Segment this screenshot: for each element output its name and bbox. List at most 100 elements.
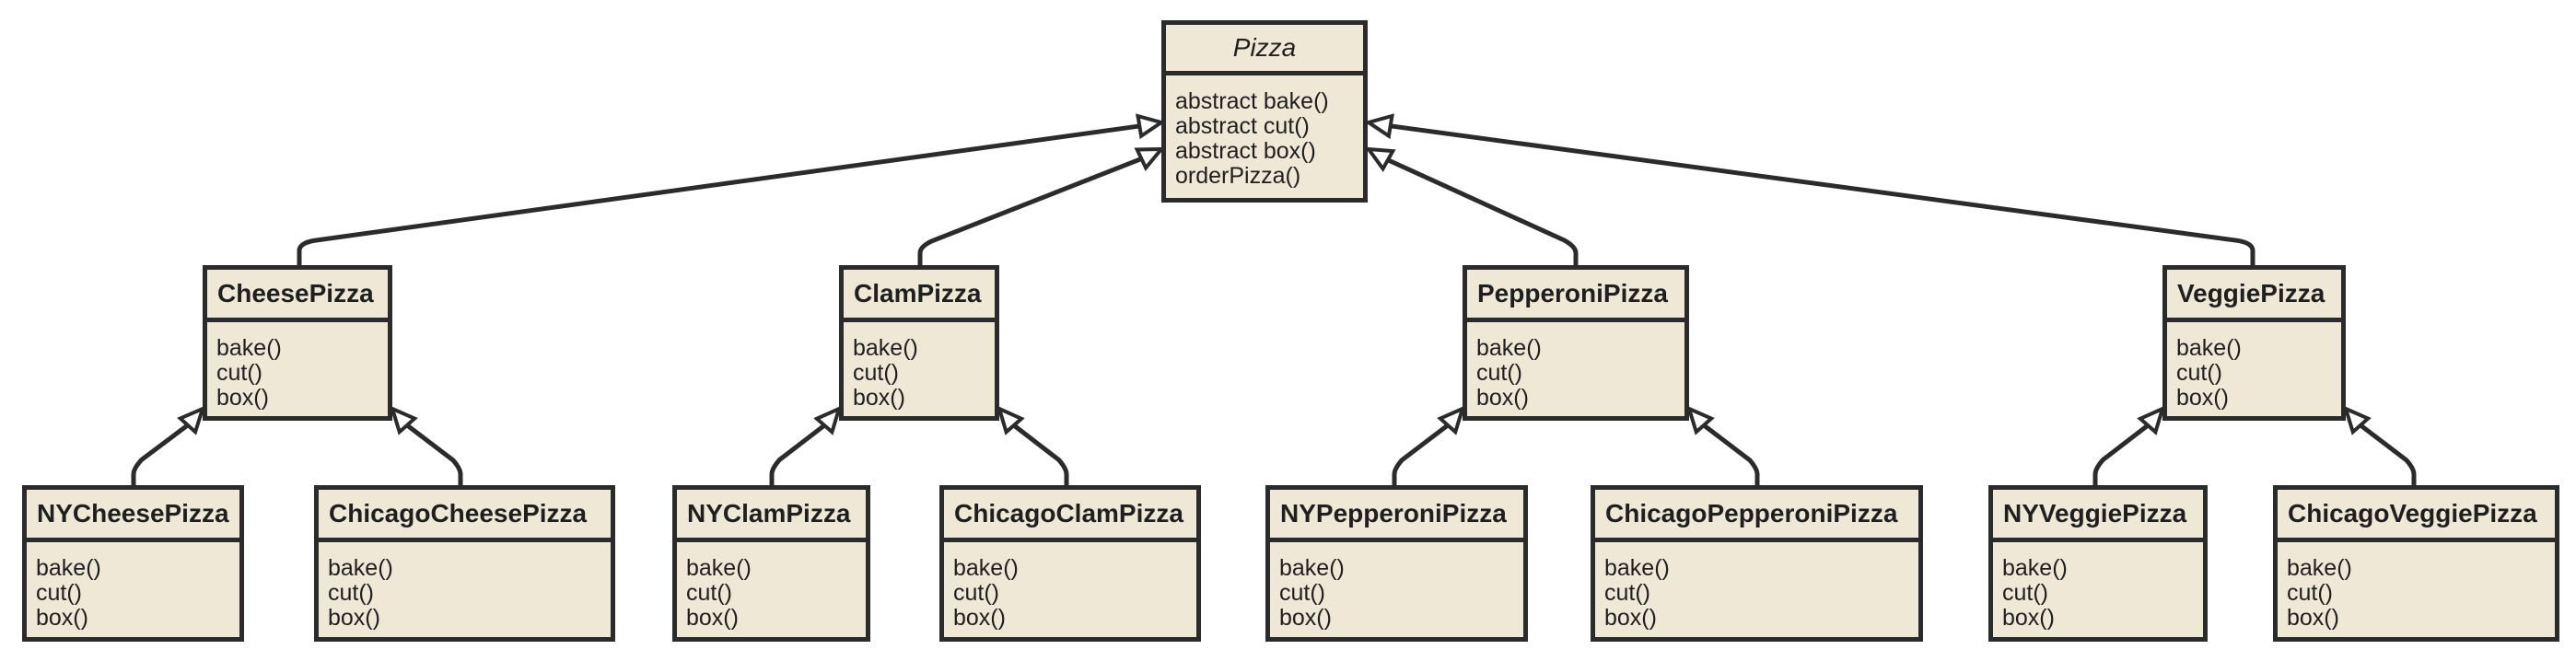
class-name-clam-pizza: ClamPizza bbox=[844, 270, 995, 322]
method-box: box() bbox=[1476, 385, 1529, 411]
generalization-arrowhead-icon bbox=[1364, 146, 1396, 173]
class-methods-chicago-veggie-pizza: bake() cut() box() bbox=[2278, 542, 2555, 631]
class-name-ny-clam-pizza: NYClamPizza bbox=[677, 490, 866, 542]
generalization-arrowhead-icon bbox=[2342, 405, 2372, 435]
generalization-arrowhead-icon bbox=[389, 405, 418, 435]
class-box-ny-clam-pizza: NYClamPizza bake() cut() box() bbox=[672, 485, 870, 642]
class-box-chicago-clam-pizza: ChicagoClamPizza bake() cut() box() bbox=[939, 485, 1201, 642]
generalization-arrowhead-icon bbox=[1364, 113, 1394, 140]
method-box: box() bbox=[328, 605, 380, 631]
method-bake: bake() bbox=[2287, 555, 2352, 581]
inheritance-line-ny-veggie bbox=[2092, 423, 2150, 485]
class-box-pepperoni-pizza: PepperoniPizza bake() cut() box() bbox=[1463, 265, 1689, 421]
class-box-cheese-pizza: CheesePizza bake() cut() box() bbox=[203, 265, 392, 421]
class-name-cheese-pizza: CheesePizza bbox=[207, 270, 388, 322]
generalization-arrowhead-icon bbox=[1136, 113, 1166, 140]
method-bake: bake() bbox=[686, 555, 752, 581]
method-abstract-box: abstract box() bbox=[1175, 138, 1316, 164]
class-name-ny-pepperoni-pizza: NYPepperoniPizza bbox=[1270, 490, 1523, 542]
generalization-arrowhead-icon bbox=[1685, 405, 1715, 435]
method-bake: bake() bbox=[1604, 555, 1670, 581]
inheritance-line-pepperoni bbox=[1386, 157, 1579, 265]
inheritance-line-chicago-cheese bbox=[405, 423, 463, 485]
class-name-veggie-pizza: VeggiePizza bbox=[2167, 270, 2341, 322]
method-bake: bake() bbox=[1279, 555, 1345, 581]
method-bake: bake() bbox=[328, 555, 393, 581]
method-cut: cut() bbox=[36, 580, 82, 606]
method-bake: bake() bbox=[216, 335, 282, 361]
generalization-arrowhead-icon bbox=[2137, 405, 2166, 435]
class-methods-pizza: abstract bake() abstract cut() abstract … bbox=[1166, 75, 1363, 189]
method-cut: cut() bbox=[1476, 360, 1522, 386]
method-cut: cut() bbox=[2176, 360, 2222, 386]
inheritance-line-ny-clam bbox=[769, 423, 826, 485]
class-methods-ny-veggie-pizza: bake() cut() box() bbox=[1993, 542, 2203, 631]
class-methods-clam-pizza: bake() cut() box() bbox=[844, 322, 995, 411]
inheritance-line-chicago-clam bbox=[1012, 423, 1069, 485]
class-box-chicago-veggie-pizza: ChicagoVeggiePizza bake() cut() box() bbox=[2273, 485, 2559, 642]
class-name-chicago-cheese-pizza: ChicagoCheesePizza bbox=[319, 490, 611, 542]
class-name-ny-veggie-pizza: NYVeggiePizza bbox=[1993, 490, 2203, 542]
method-bake: bake() bbox=[953, 555, 1019, 581]
class-box-ny-cheese-pizza: NYCheesePizza bake() cut() box() bbox=[22, 485, 244, 642]
method-box: box() bbox=[2002, 605, 2055, 631]
inheritance-line-chicago-pepperoni bbox=[1702, 423, 1760, 485]
class-methods-pepperoni-pizza: bake() cut() box() bbox=[1467, 322, 1684, 411]
class-name-pepperoni-pizza: PepperoniPizza bbox=[1467, 270, 1684, 322]
method-bake: bake() bbox=[2176, 335, 2242, 361]
class-box-clam-pizza: ClamPizza bake() cut() box() bbox=[839, 265, 999, 421]
method-cut: cut() bbox=[1279, 580, 1325, 606]
method-abstract-cut: abstract cut() bbox=[1175, 113, 1310, 139]
method-cut: cut() bbox=[953, 580, 999, 606]
inheritance-line-cheese bbox=[297, 123, 1140, 265]
method-bake: bake() bbox=[2002, 555, 2068, 581]
inheritance-line-ny-pepperoni bbox=[1392, 423, 1450, 485]
method-box: box() bbox=[686, 605, 739, 631]
method-bake: bake() bbox=[36, 555, 101, 581]
generalization-arrowhead-icon bbox=[1437, 405, 1466, 435]
class-name-chicago-clam-pizza: ChicagoClamPizza bbox=[944, 490, 1196, 542]
method-cut: cut() bbox=[216, 360, 262, 386]
method-box: box() bbox=[36, 605, 88, 631]
inheritance-line-ny-cheese bbox=[131, 423, 190, 485]
generalization-arrowhead-icon bbox=[177, 405, 206, 435]
method-cut: cut() bbox=[2002, 580, 2048, 606]
method-abstract-bake: abstract bake() bbox=[1175, 88, 1329, 114]
method-box: box() bbox=[1604, 605, 1657, 631]
class-name-chicago-veggie-pizza: ChicagoVeggiePizza bbox=[2278, 490, 2555, 542]
class-name-ny-cheese-pizza: NYCheesePizza bbox=[27, 490, 239, 542]
method-box: box() bbox=[216, 385, 269, 411]
method-box: box() bbox=[2287, 605, 2339, 631]
class-methods-chicago-cheese-pizza: bake() cut() box() bbox=[319, 542, 611, 631]
method-cut: cut() bbox=[686, 580, 732, 606]
method-box: box() bbox=[2176, 385, 2229, 411]
class-methods-ny-pepperoni-pizza: bake() cut() box() bbox=[1270, 542, 1523, 631]
class-name-chicago-pepperoni-pizza: ChicagoPepperoniPizza bbox=[1595, 490, 1918, 542]
generalization-arrowhead-icon bbox=[1134, 146, 1166, 171]
method-cut: cut() bbox=[853, 360, 899, 386]
method-box: box() bbox=[853, 385, 905, 411]
class-methods-chicago-clam-pizza: bake() cut() box() bbox=[944, 542, 1196, 631]
method-box: box() bbox=[953, 605, 1006, 631]
inheritance-line-chicago-veggie bbox=[2359, 423, 2417, 485]
class-methods-chicago-pepperoni-pizza: bake() cut() box() bbox=[1595, 542, 1918, 631]
class-box-chicago-cheese-pizza: ChicagoCheesePizza bake() cut() box() bbox=[314, 485, 615, 642]
method-cut: cut() bbox=[1604, 580, 1650, 606]
class-box-veggie-pizza: VeggiePizza bake() cut() box() bbox=[2162, 265, 2346, 421]
inheritance-line-veggie bbox=[1390, 123, 2255, 265]
class-box-pizza: Pizza abstract bake() abstract cut() abs… bbox=[1161, 20, 1368, 203]
class-name-pizza: Pizza bbox=[1166, 25, 1363, 75]
generalization-arrowhead-icon bbox=[813, 405, 843, 435]
class-methods-ny-clam-pizza: bake() cut() box() bbox=[677, 542, 866, 631]
class-methods-veggie-pizza: bake() cut() box() bbox=[2167, 322, 2341, 411]
generalization-arrowhead-icon bbox=[996, 405, 1025, 435]
class-methods-ny-cheese-pizza: bake() cut() box() bbox=[27, 542, 239, 631]
inheritance-line-clam bbox=[917, 157, 1143, 265]
class-box-chicago-pepperoni-pizza: ChicagoPepperoniPizza bake() cut() box() bbox=[1591, 485, 1923, 642]
method-box: box() bbox=[1279, 605, 1332, 631]
method-order-pizza: orderPizza() bbox=[1175, 163, 1301, 189]
method-bake: bake() bbox=[1476, 335, 1542, 361]
method-bake: bake() bbox=[853, 335, 918, 361]
method-cut: cut() bbox=[2287, 580, 2333, 606]
